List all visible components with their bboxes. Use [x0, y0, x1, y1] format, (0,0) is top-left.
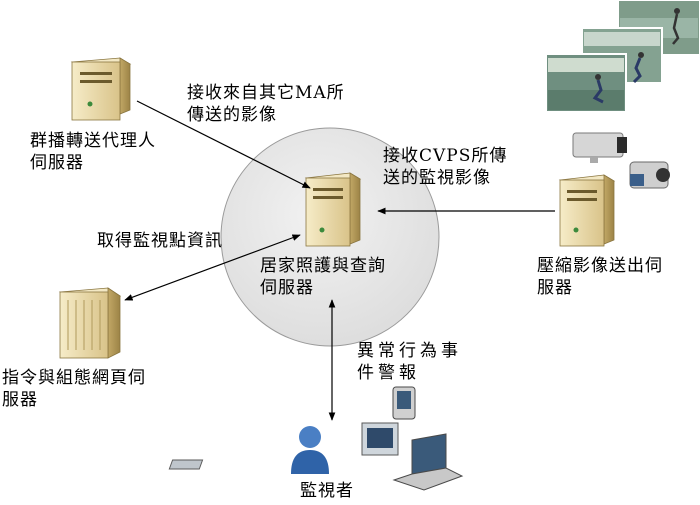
arrow-home-command-bidirectional — [124, 234, 301, 301]
compress-video-server-label: 壓縮影像送出伺 服器 — [537, 256, 663, 298]
command-web-server-icon — [58, 287, 122, 359]
compress-video-server-icon — [558, 174, 616, 247]
get-monitor-point-info-label: 取得監視點資訊 — [97, 231, 223, 251]
multicast-proxy-server-label: 群播轉送代理人 伺服器 — [30, 131, 156, 173]
receive-ma-video-label: 接收來自其它MA所 傳送的影像 — [187, 83, 345, 125]
home-care-query-server-icon — [304, 172, 362, 247]
receive-cvps-video-label: 接收CVPS所傳 送的監視影像 — [383, 146, 508, 188]
camcorder-icon — [629, 161, 670, 189]
desktop-computer-icon — [168, 422, 399, 470]
laptop-icon — [392, 433, 464, 491]
home-care-query-server-label: 居家照護與查詢 伺服器 — [260, 256, 386, 298]
abnormal-event-alert-label: 異常行為事 件警報 — [357, 341, 462, 383]
pda-icon — [392, 386, 416, 420]
video-frames-image — [545, 0, 700, 113]
multicast-proxy-server-icon — [70, 57, 132, 121]
command-web-server-label: 指令與組態網頁伺 服器 — [2, 368, 146, 410]
monitor-person-label: 監視者 — [300, 481, 354, 501]
security-camera-icon — [572, 132, 627, 163]
person-icon — [291, 426, 329, 474]
arrow-multicast-to-home — [136, 100, 311, 189]
